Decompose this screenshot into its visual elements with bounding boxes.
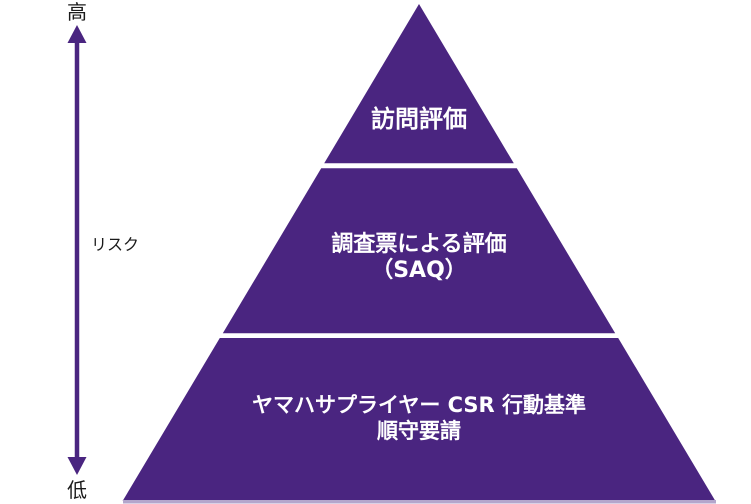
high-label: 高 bbox=[67, 0, 87, 24]
tier-top-line1: 訪問評価 bbox=[371, 105, 467, 133]
tier-bottom-line1: ヤマハサプライヤー CSR 行動基準 bbox=[251, 393, 587, 417]
pyramid-tier-bottom-shape bbox=[122, 338, 716, 501]
tier-middle-line2: （SAQ） bbox=[371, 258, 467, 283]
pyramid-tier-top-shape bbox=[324, 4, 514, 164]
tier-middle-line1: 調査票による評価 bbox=[331, 232, 507, 257]
low-label: 低 bbox=[67, 478, 87, 502]
tier-bottom-line2: 順守要請 bbox=[377, 419, 461, 443]
pyramid-base-edge bbox=[123, 500, 716, 504]
risk-axis-label: リスク bbox=[90, 235, 140, 254]
risk-arrow-up-head-icon bbox=[67, 25, 87, 43]
tier-middle-label: 調査票による評価 （SAQ） bbox=[331, 232, 506, 284]
tier-top-label: 訪問評価 bbox=[371, 104, 467, 134]
risk-arrow-down-head-icon bbox=[67, 457, 87, 475]
tier-bottom-label: ヤマハサプライヤー CSR 行動基準 順守要請 bbox=[252, 392, 586, 444]
pyramid-tier-middle-shape bbox=[222, 168, 616, 334]
